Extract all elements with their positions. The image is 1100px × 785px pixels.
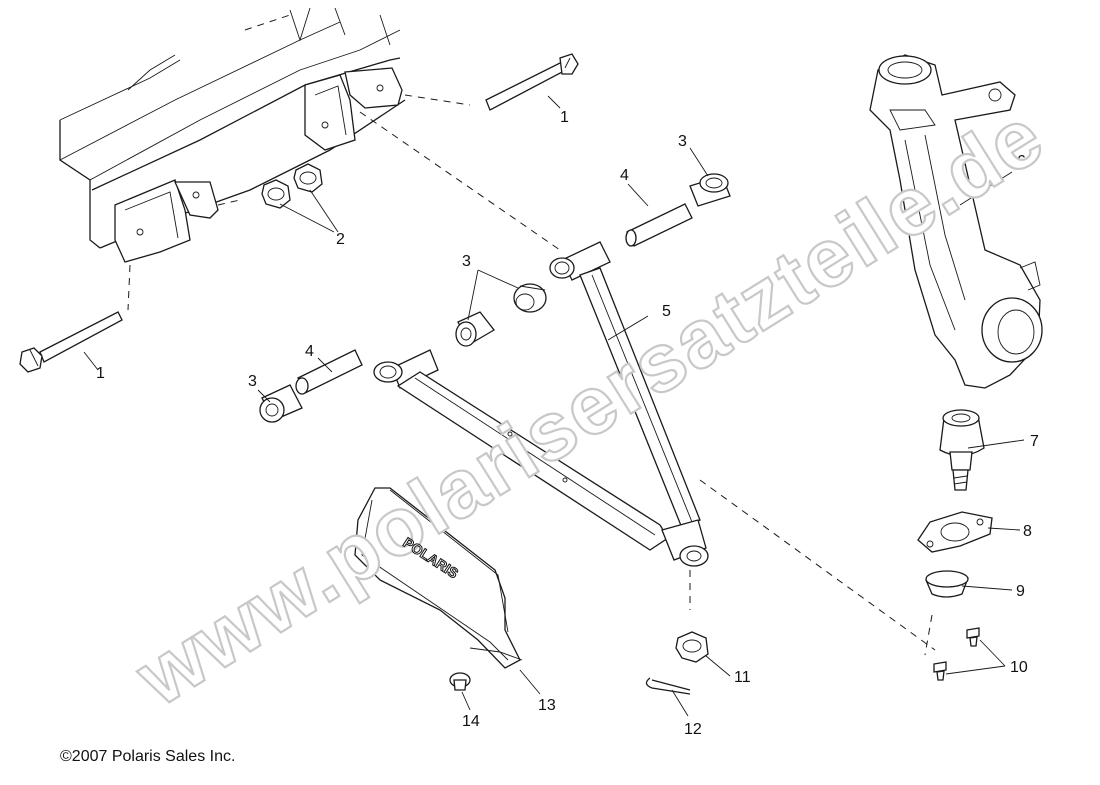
- callout-3-middle: 3: [462, 253, 471, 270]
- callout-7: 7: [1030, 433, 1039, 450]
- callout-4-left: 4: [305, 343, 314, 360]
- sleeve-left: [295, 349, 363, 395]
- frame-section: [59, 7, 561, 311]
- boot: [925, 570, 969, 598]
- callout-labels: 1 1 2 3 3 3 4 4 5 6 7 8 9 10 11 12 13 14: [96, 109, 1039, 738]
- steering-knuckle: [869, 54, 1043, 389]
- callout-14: 14: [462, 713, 480, 730]
- callout-13: 13: [538, 697, 556, 714]
- callout-9: 9: [1016, 583, 1025, 600]
- callout-3-right: 3: [678, 133, 687, 150]
- callout-12: 12: [684, 721, 702, 738]
- bushing-mid-right: [513, 283, 547, 313]
- leader-lines: [83, 95, 1025, 717]
- callout-1-lower: 1: [96, 365, 105, 382]
- a-arm-guard: [354, 487, 523, 669]
- cotter-pin: [645, 677, 691, 695]
- callout-11: 11: [734, 669, 751, 686]
- callout-3-left: 3: [248, 373, 257, 390]
- bolt-upper: [485, 53, 579, 111]
- sleeve-right: [625, 203, 693, 247]
- bushing-right: [689, 173, 731, 207]
- retainer-plate: [917, 511, 993, 553]
- ball-joint: [939, 409, 985, 491]
- callout-1-upper: 1: [560, 109, 569, 126]
- screws-10: [924, 614, 980, 681]
- castle-nut: [675, 631, 709, 663]
- callout-8: 8: [1023, 523, 1032, 540]
- bushing-left: [259, 384, 303, 423]
- callout-5: 5: [662, 303, 671, 320]
- copyright-notice: ©2007 Polaris Sales Inc.: [60, 748, 236, 765]
- bushing-mid-left: [455, 311, 495, 347]
- nuts-2: [261, 163, 323, 209]
- bolt-lower: [19, 311, 123, 373]
- callout-6: 6: [1017, 153, 1026, 170]
- screw-14: [449, 672, 471, 691]
- callout-4-right: 4: [620, 167, 629, 184]
- callout-10: 10: [1010, 659, 1028, 676]
- a-arm: [373, 241, 936, 651]
- callout-2: 2: [336, 231, 345, 248]
